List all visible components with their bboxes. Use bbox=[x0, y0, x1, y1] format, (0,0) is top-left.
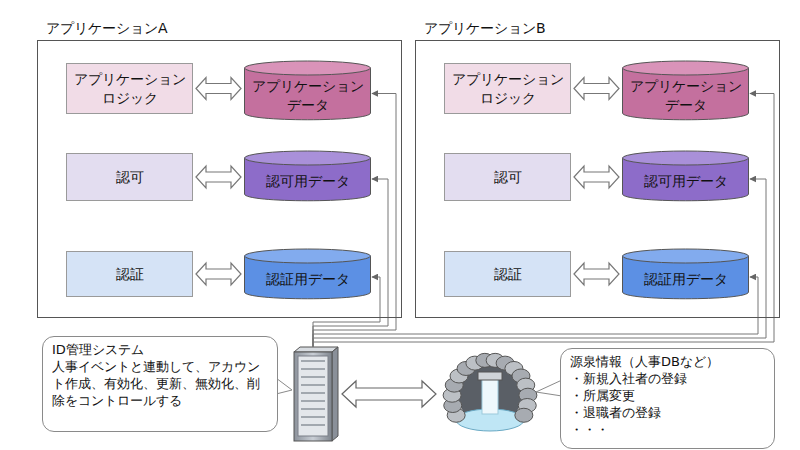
frame-heading: アプリケーションB bbox=[424, 19, 546, 37]
sync-line bbox=[313, 94, 396, 348]
process-box: 認可 bbox=[66, 153, 193, 201]
node-label: アプリケーションロジック bbox=[451, 70, 564, 106]
text-block: 認可用データ bbox=[266, 172, 350, 190]
node-label: 認可 bbox=[494, 168, 522, 186]
text-block: アプリケーションデータ bbox=[628, 77, 743, 113]
sync-line bbox=[313, 179, 766, 347]
server-slot bbox=[301, 416, 325, 418]
frame-heading: アプリケーションA bbox=[46, 19, 168, 37]
node-label: 認証用データ bbox=[266, 270, 350, 288]
callout-bubble: ID管理システム人事イベントと連動して、アカウント作成、有効化、更新、無効化、削… bbox=[42, 336, 278, 432]
text-block: アプリケーションデータ bbox=[250, 77, 365, 113]
server-slot bbox=[301, 400, 325, 402]
text-block: 認証 bbox=[494, 265, 522, 283]
node-label: 認可用データ bbox=[644, 172, 728, 190]
block-arrow bbox=[196, 263, 241, 285]
server-icon bbox=[294, 347, 338, 441]
text-block: 認証用データ bbox=[266, 270, 350, 288]
database-cylinder: アプリケーションデータ bbox=[244, 61, 371, 120]
node-label: アプリケーションデータ bbox=[628, 77, 743, 113]
process-box: 認証 bbox=[66, 251, 193, 297]
callout-text: ・・・ bbox=[570, 422, 765, 439]
server-slot bbox=[301, 384, 325, 386]
database-cylinder: アプリケーションデータ bbox=[622, 61, 749, 120]
callout-tail bbox=[536, 380, 562, 396]
text-block: 認証 bbox=[116, 265, 144, 283]
callout-text: 人事イベントと連動して、アカウント作成、有効化、更新、無効化、削除をコントロール… bbox=[52, 359, 268, 410]
block-arrow bbox=[574, 263, 619, 285]
rock bbox=[515, 408, 533, 422]
process-box: 認可 bbox=[444, 153, 571, 201]
database-cylinder: 認証用データ bbox=[244, 249, 371, 299]
server-slot bbox=[301, 368, 325, 370]
double-arrow bbox=[342, 381, 436, 407]
callout-text: ・新規入社者の登録 bbox=[570, 371, 765, 388]
text-block: 源泉情報（人事DBなど）・新規入社者の登録・所属変更・退職者の登録・・・ bbox=[570, 354, 765, 438]
hot-spring-icon bbox=[443, 353, 537, 431]
text-block: 認可 bbox=[116, 168, 144, 186]
text-block: 認可用データ bbox=[644, 172, 728, 190]
process-box: アプリケーションロジック bbox=[444, 63, 571, 114]
server-slot bbox=[301, 376, 325, 378]
application-frame: アプリケーションAアプリケーションロジックアプリケーションデータ認可認可用データ… bbox=[37, 40, 402, 318]
text-block: 認可 bbox=[494, 168, 522, 186]
application-frame: アプリケーションBアプリケーションロジックアプリケーションデータ認可認可用データ… bbox=[415, 40, 780, 318]
sync-line bbox=[313, 94, 774, 348]
callout-heading: ID管理システム bbox=[52, 342, 268, 359]
server-slot bbox=[301, 360, 325, 362]
node-label: 認証 bbox=[494, 265, 522, 283]
process-box: アプリケーションロジック bbox=[66, 63, 193, 114]
callout-text: ・所属変更 bbox=[570, 388, 765, 405]
server-slot bbox=[301, 408, 325, 410]
text-block: アプリケーションロジック bbox=[451, 70, 564, 106]
node-label: 認可用データ bbox=[266, 172, 350, 190]
node-label: アプリケーションデータ bbox=[250, 77, 365, 113]
database-cylinder: 認証用データ bbox=[622, 249, 749, 299]
block-arrow bbox=[574, 78, 619, 100]
process-box: 認証 bbox=[444, 251, 571, 297]
server-slot bbox=[301, 424, 325, 426]
text-block: アプリケーションロジック bbox=[73, 70, 186, 106]
database-cylinder: 認可用データ bbox=[244, 151, 371, 201]
illustration bbox=[276, 347, 562, 441]
callout-text: ・退職者の登録 bbox=[570, 405, 765, 422]
callout-tail bbox=[276, 378, 292, 394]
node-label: 認証 bbox=[116, 265, 144, 283]
node-label: アプリケーションロジック bbox=[73, 70, 186, 106]
database-cylinder: 認可用データ bbox=[622, 151, 749, 201]
node-label: 認証用データ bbox=[644, 270, 728, 288]
text-block: 認証用データ bbox=[644, 270, 728, 288]
server-slot bbox=[301, 392, 325, 394]
text-block: ID管理システム人事イベントと連動して、アカウント作成、有効化、更新、無効化、削… bbox=[52, 342, 268, 410]
callout-bubble: 源泉情報（人事DBなど）・新規入社者の登録・所属変更・退職者の登録・・・ bbox=[560, 348, 775, 449]
block-arrow bbox=[196, 78, 241, 100]
callout-heading: 源泉情報（人事DBなど） bbox=[570, 354, 765, 371]
node-label: 認可 bbox=[116, 168, 144, 186]
block-arrow bbox=[196, 166, 241, 188]
block-arrow bbox=[574, 166, 619, 188]
